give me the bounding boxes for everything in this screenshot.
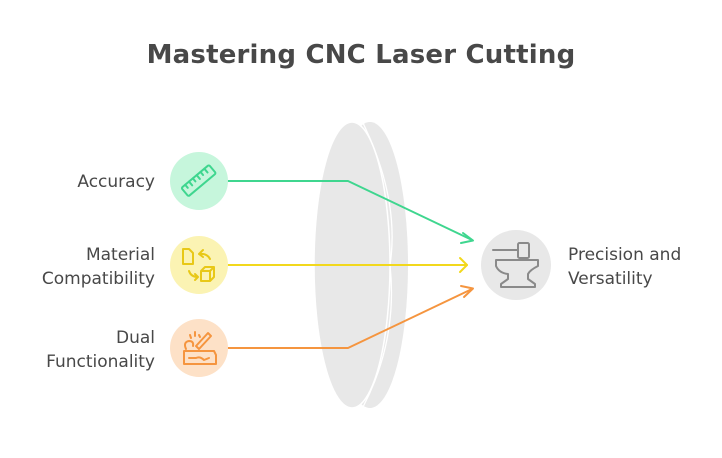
input-node-material: [170, 236, 228, 294]
document-cube-exchange-icon: [182, 248, 215, 282]
anvil-hammer-icon: [492, 242, 539, 288]
input-label-line: Dual: [115, 328, 155, 348]
input-node-dual: [170, 319, 228, 377]
output-label-precision-versatility: Precision and Versatility: [568, 243, 681, 291]
input-label-line: Accuracy: [77, 172, 155, 192]
output-label-line: Precision and: [568, 245, 682, 265]
input-circle: [170, 152, 228, 210]
arrowhead-dual: [460, 285, 474, 298]
input-label-line: Material: [85, 245, 155, 265]
output-circle: [481, 230, 551, 300]
ruler-icon: [180, 164, 217, 197]
output-node: [481, 230, 551, 300]
input-label-material-compatibility: Material Compatibility: [42, 243, 155, 291]
connector-dual: [227, 288, 473, 349]
input-label-line: Compatibility: [41, 269, 155, 289]
diagram-title: Mastering CNC Laser Cutting: [146, 40, 576, 70]
arrowhead-material: [459, 257, 468, 273]
input-label-accuracy: Accuracy: [77, 170, 155, 194]
arrowhead-accuracy: [460, 232, 474, 244]
input-node-accuracy: [170, 152, 228, 210]
input-circle: [170, 236, 228, 294]
output-label-line: Versatility: [568, 269, 653, 289]
input-label-dual-functionality: Dual Functionality: [46, 326, 155, 374]
laser-cutting-icon: [183, 331, 217, 365]
input-label-line: Functionality: [46, 352, 155, 372]
connector-accuracy: [227, 180, 473, 241]
